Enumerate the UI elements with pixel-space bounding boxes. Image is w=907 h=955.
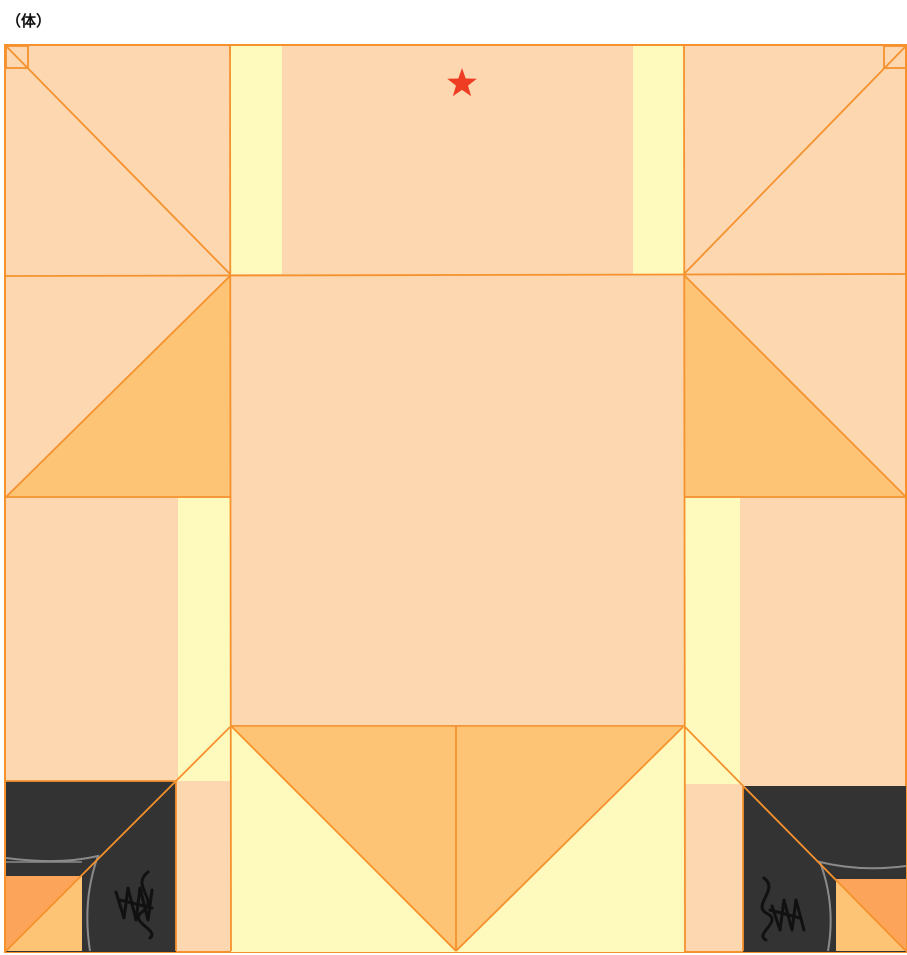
- top-left-yellow-strip: [231, 46, 282, 274]
- top-right-yellow-strip: [633, 46, 684, 274]
